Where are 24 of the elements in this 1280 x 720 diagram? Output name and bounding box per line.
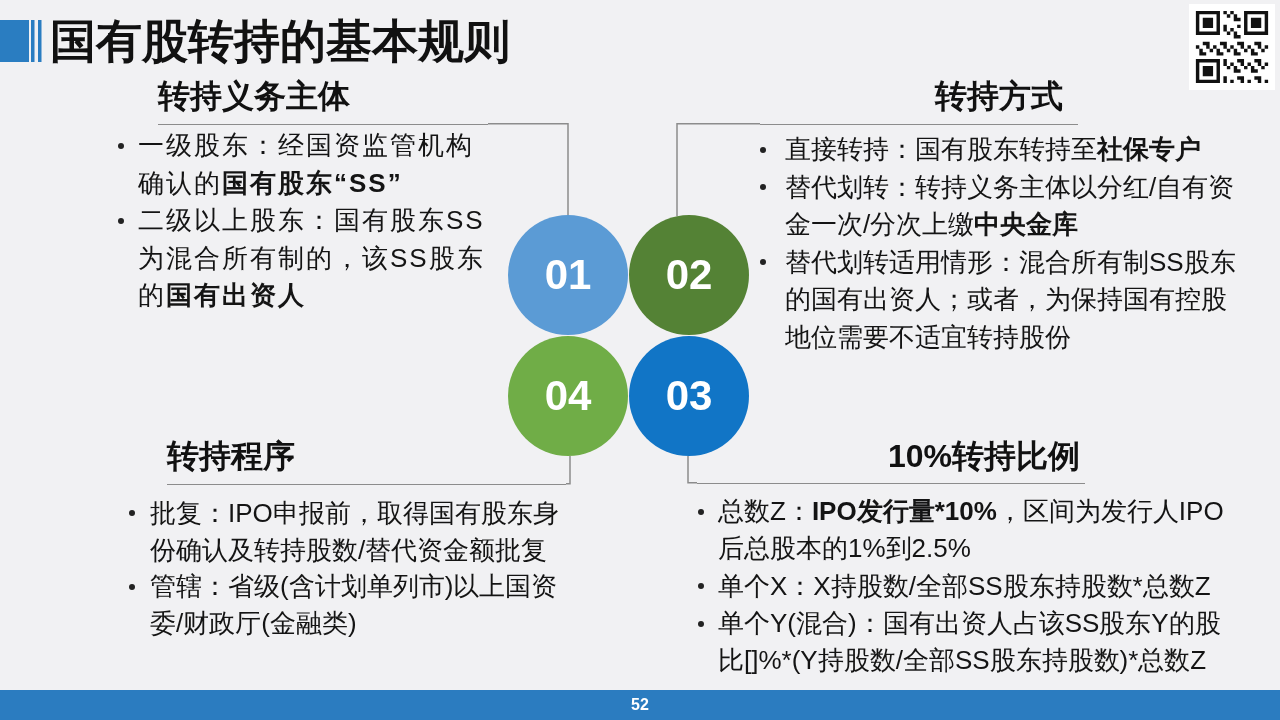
number-circle: 01 <box>508 215 628 335</box>
leader-line <box>676 123 761 217</box>
bullet-text: 单个Y(混合)：国有出资人占该SS股东Y的股比[]%*(Y持股数/全部SS股东持股数)*总数Z <box>718 606 1222 678</box>
bullet-text: 二级以上股东：国有股东SS为混合所有制的，该SS股东的国有出资人 <box>138 204 486 312</box>
leader-line <box>565 455 571 485</box>
slide-title: 国有股转持的基本规则 <box>50 14 510 69</box>
leader-line <box>487 123 569 216</box>
number-circle: 02 <box>629 215 749 335</box>
section-heading: 10%转持比例 <box>697 436 1085 484</box>
bullet-text: 替代划转：转持义务主体以分红/自有资金一次/分次上缴中央金库 <box>785 170 1236 241</box>
bullet-text: 批复：IPO申报前，取得国有股东身份确认及转持股数/替代资金额批复 <box>150 497 560 567</box>
bullet-text: 一级股东：经国资监管机构确认的国有股东“SS” <box>138 129 475 200</box>
bullet-text: 单个X：X持股数/全部SS股东持股数*总数Z <box>718 569 1212 603</box>
number-circle: 04 <box>508 336 628 456</box>
section-heading: 转持方式 <box>760 76 1078 125</box>
section-heading: 转持义务主体 <box>158 76 488 125</box>
bullet-text: 管辖：省级(含计划单列市)以上国资委/财政厅(金融类) <box>150 570 559 641</box>
section-heading: 转持程序 <box>167 436 566 485</box>
bullet-text: 替代划转适用情形：混合所有制SS股东的国有出资人；或者，为保持国有控股地位需要不适宜转持股份 <box>785 245 1237 354</box>
page-number: 52 <box>631 695 649 715</box>
number-circle: 03 <box>629 336 749 456</box>
bullet-text: 总数Z：IPO发行量*10%，区间为发行人IPO后总股本的1%到2.5% <box>718 495 1225 566</box>
leader-line <box>687 455 698 484</box>
bullet-text: 直接转持：国有股东转持至社保专户 <box>785 133 1202 166</box>
